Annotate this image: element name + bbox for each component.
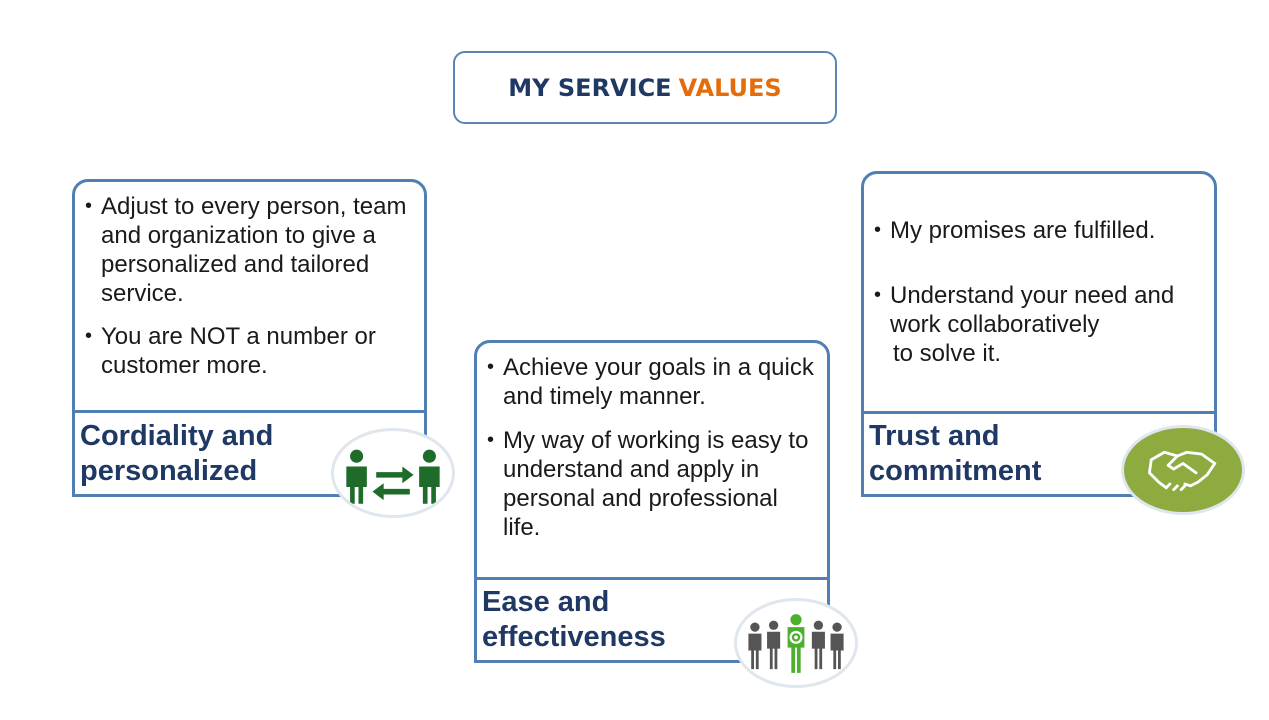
card-footer-title: Ease and effectiveness	[482, 585, 666, 655]
bullet-item: Adjust to every person, team and organiz…	[81, 192, 416, 308]
card-divider	[72, 410, 427, 413]
team-target-graphic	[748, 614, 844, 673]
title-main: MY SERVICE	[508, 73, 672, 102]
bullet-text: Understand your need and work collaborat…	[890, 282, 1175, 338]
card-body: Achieve your goals in a quick and timely…	[477, 343, 827, 542]
card-body: My promises are fulfilled. Understand yo…	[864, 174, 1214, 368]
bullet-list: My promises are fulfilled. Understand yo…	[870, 216, 1206, 368]
card-footer-title: Cordiality and personalized	[80, 419, 273, 489]
footer-line: Cordiality and	[80, 420, 274, 452]
footer-line: Ease and	[482, 586, 610, 618]
bullet-list: Achieve your goals in a quick and timely…	[483, 353, 819, 542]
bullet-item: My way of working is easy to understand …	[483, 426, 819, 542]
footer-line: commitment	[869, 455, 1042, 487]
footer-line: Trust and	[869, 420, 1000, 452]
card-footer-title: Trust and commitment	[869, 419, 1041, 489]
bullet-item: Achieve your goals in a quick and timely…	[483, 353, 819, 411]
handshake-icon	[1121, 425, 1245, 515]
bullet-item: You are NOT a number or customer more.	[81, 322, 416, 380]
title-box: MY SERVICE VALUES	[453, 51, 837, 124]
team-target-icon	[734, 598, 858, 688]
footer-line: effectiveness	[482, 621, 666, 653]
value-card-trust: My promises are fulfilled. Understand yo…	[861, 171, 1217, 497]
people-exchange-graphic	[346, 449, 440, 504]
value-card-cordiality: Adjust to every person, team and organiz…	[72, 179, 427, 497]
bullet-text: to solve it.	[893, 340, 1002, 367]
bullet-item: My promises are fulfilled.	[870, 216, 1206, 245]
bullet-list: Adjust to every person, team and organiz…	[81, 192, 416, 380]
handshake-graphic	[1148, 450, 1217, 491]
footer-line: personalized	[80, 455, 258, 487]
bullet-item: Understand your need and work collaborat…	[870, 281, 1206, 368]
card-body: Adjust to every person, team and organiz…	[75, 182, 424, 380]
card-divider	[861, 411, 1217, 414]
card-divider	[474, 577, 830, 580]
people-exchange-icon	[331, 428, 455, 518]
title-accent: VALUES	[678, 73, 782, 102]
